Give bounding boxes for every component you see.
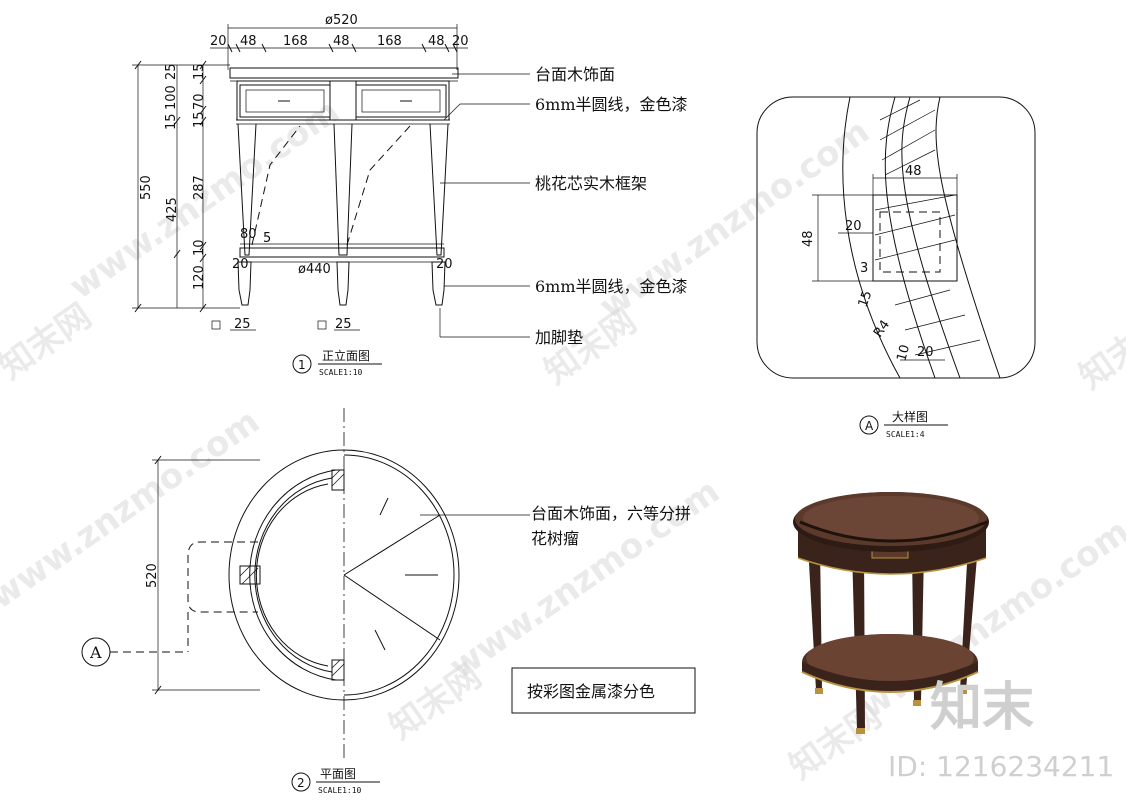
detail-dim: 3: [860, 261, 868, 276]
dim-leg-height: 425: [165, 197, 180, 222]
dim-inner: 287: [192, 175, 207, 200]
watermark-site: 知末网: [1072, 306, 1126, 397]
brand-watermark: 知末: [930, 678, 1034, 738]
dim-small: 80: [240, 227, 257, 242]
plan-section-outline: [187, 541, 258, 613]
dim-inner: 25: [164, 63, 179, 80]
foot-center: [336, 261, 350, 306]
dim-small: 20: [436, 257, 453, 272]
detail-letter: A: [865, 419, 874, 433]
dim-shelf-diameter: ø440: [298, 262, 331, 277]
watermark-site: 知末网: [0, 296, 99, 387]
dim-top-overall: ø520: [325, 13, 358, 28]
dim-seg: 20: [210, 34, 227, 49]
plan-dim-diameter: 520: [145, 563, 160, 588]
plan-callout-line1: 台面木饰面，六等分拼: [531, 504, 691, 523]
leg-left: [237, 123, 257, 256]
note-box: 按彩图金属漆分色: [511, 667, 696, 714]
apron: [236, 80, 450, 121]
dim-seg: 48: [428, 34, 445, 49]
image-id: ID: 1216234211: [888, 750, 1114, 783]
callout-bead-top: 6mm半圆线，金色漆: [535, 95, 688, 114]
dim-seg: 48: [333, 34, 350, 49]
detail-title: 大样图: [892, 409, 928, 424]
front-elevation: ø520 20 48 168 48 168 48 20: [132, 13, 688, 377]
dim-foot: 25: [234, 317, 251, 332]
plan-title: 平面图: [320, 767, 356, 781]
dim-seg: 20: [452, 34, 469, 49]
dim-inner: 70: [192, 93, 207, 110]
callout-bead-bottom: 6mm半圆线，金色漆: [535, 277, 688, 296]
dim-inner: 10: [192, 239, 207, 256]
lower-shelf: [239, 247, 445, 258]
detail-scale: SCALE1:4: [886, 430, 925, 439]
elevation-title: 正立面图: [322, 348, 370, 363]
callout-frame: 桃花芯实木框架: [535, 174, 647, 193]
leg-center: [333, 123, 353, 256]
product-photo: [793, 492, 989, 734]
dim-inner: 100: [164, 85, 179, 110]
plan-view: 520 A 台面木饰面，六等分拼 花树瘤 2 平面图 SCALE1:10: [81, 408, 691, 795]
note-text: 按彩图金属漆分色: [527, 682, 655, 701]
detail-dim: 48: [801, 230, 816, 247]
detail-dim: R4: [871, 318, 893, 341]
table-top: [229, 67, 459, 79]
dim-seg: 48: [240, 34, 257, 49]
elevation-number: 1: [298, 358, 306, 372]
dim-inner: 15: [192, 63, 207, 80]
detail-block: [872, 194, 958, 282]
plan-number: 2: [297, 776, 305, 790]
plan-grain-arrows: [374, 497, 438, 651]
watermark-url: www.znzmo.com: [0, 401, 267, 617]
leg-right: [429, 123, 449, 256]
dim-foot: 25: [335, 317, 352, 332]
dim-small: 5: [263, 231, 271, 246]
detail-hatch: [874, 99, 981, 356]
plan-callout-line2: 花树瘤: [531, 529, 579, 548]
plan-top-right: [343, 449, 460, 701]
detail-a: 48 20 48 3 15 R4 10 20 A 大样图 SCALE1:4: [756, 96, 1036, 439]
dim-seg: 168: [283, 34, 308, 49]
plan-scale: SCALE1:10: [318, 786, 362, 795]
detail-dim: 10: [894, 343, 913, 363]
detail-dim: 20: [917, 345, 934, 360]
detail-dim: 48: [905, 164, 922, 179]
dim-small: 20: [232, 257, 249, 272]
dim-ticks-inner: [199, 60, 207, 313]
dim-inner: 15: [192, 111, 207, 128]
detail-frame: [756, 96, 1036, 379]
section-marker-letter: A: [89, 643, 102, 662]
dim-seg: 168: [377, 34, 402, 49]
dim-overall-height: 550: [139, 175, 154, 200]
dim-inner: 15: [164, 113, 179, 130]
top-segment-labels: 20 48 168 48 168 48 20: [210, 34, 469, 49]
detail-dim: 15: [856, 289, 876, 310]
callout-tabletop: 台面木饰面: [535, 65, 615, 84]
top-segment-ticks: [227, 43, 458, 53]
plan-leg-bottom: [331, 659, 345, 681]
callout-foot-pad: 加脚垫: [535, 328, 583, 347]
elevation-scale: SCALE1:10: [319, 368, 363, 377]
plan-leg-top: [331, 469, 345, 491]
dim-inner: 120: [192, 265, 207, 290]
detail-dim: 20: [845, 219, 862, 234]
